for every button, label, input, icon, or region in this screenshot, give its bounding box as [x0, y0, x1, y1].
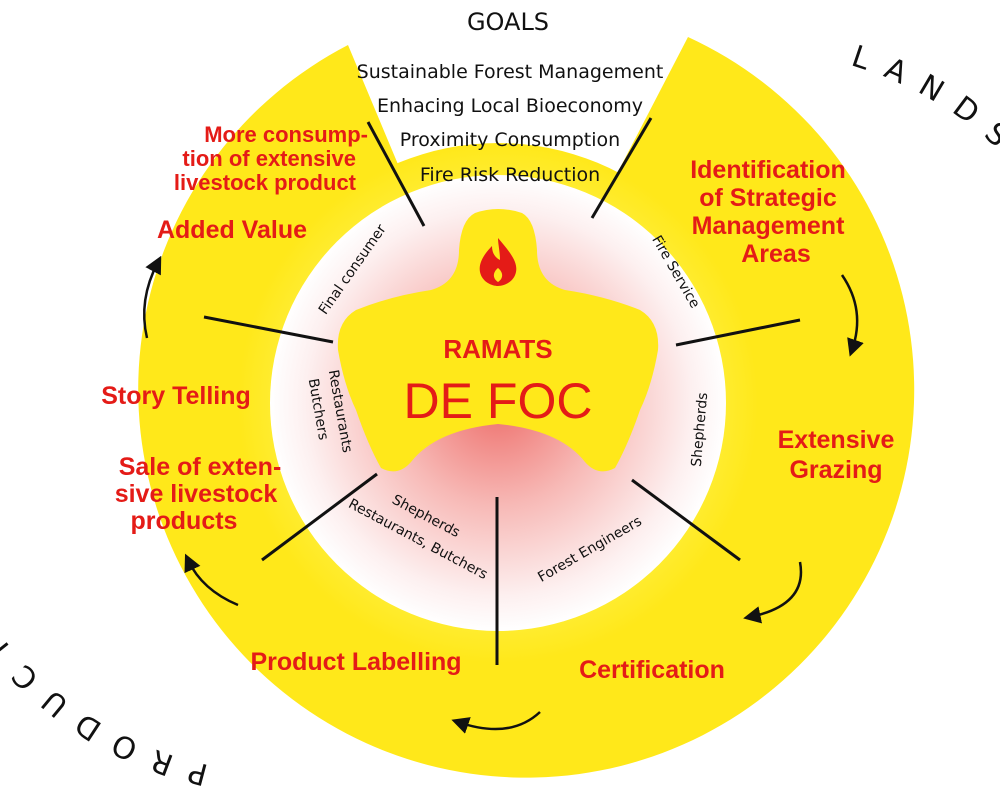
svg-text:sive livestock: sive livestock [115, 480, 278, 508]
stage-sale-products: Sale of exten- sive livestock products [115, 453, 282, 535]
svg-text:products: products [131, 507, 238, 535]
goal-item: Fire Risk Reduction [420, 164, 600, 186]
goal-item: Sustainable Forest Management [357, 61, 664, 83]
flame-icon [479, 238, 517, 286]
flow-arrows [142, 255, 864, 734]
arrow-right [840, 274, 864, 357]
stage-product-labelling: Product Labelling [250, 648, 461, 676]
svg-text:Areas: Areas [741, 240, 811, 268]
svg-text:Sale of exten-: Sale of exten- [119, 453, 282, 481]
divider-lines [203, 117, 801, 665]
svg-text:of Strategic: of Strategic [699, 184, 837, 212]
stage-more-consumption: More consump- tion of extensive livestoc… [174, 122, 368, 195]
stage-extensive-grazing: Extensive Grazing [778, 426, 895, 484]
stage-story-telling: Story Telling [101, 382, 251, 410]
arrow-bottom-right [743, 561, 803, 624]
goal-item: Enhacing Local Bioeconomy [377, 95, 643, 117]
center-top-label: RAMATS [443, 334, 552, 364]
stage-identification: Identification of Strategic Management A… [690, 156, 846, 268]
arrow-bottom-left [451, 711, 541, 734]
svg-text:Extensive: Extensive [778, 426, 895, 454]
svg-text:More consump-: More consump- [204, 122, 368, 147]
center-main-label: DE FOC [404, 373, 593, 429]
svg-text:Management: Management [692, 212, 845, 240]
stage-certification: Certification [579, 656, 725, 684]
arrow-up-left [142, 255, 162, 339]
svg-text:Identification: Identification [690, 156, 846, 184]
svg-text:livestock product: livestock product [174, 170, 357, 195]
center-shape [337, 209, 659, 472]
actor-shepherds-right: Shepherds [689, 392, 711, 468]
arrow-down-left [184, 553, 239, 607]
goals-title: GOALS [467, 8, 549, 36]
svg-text:Grazing: Grazing [789, 456, 882, 484]
goal-item: Proximity Consumption [400, 129, 620, 151]
stage-added-value: Added Value [157, 216, 307, 244]
svg-text:tion of extensive: tion of extensive [182, 146, 356, 171]
